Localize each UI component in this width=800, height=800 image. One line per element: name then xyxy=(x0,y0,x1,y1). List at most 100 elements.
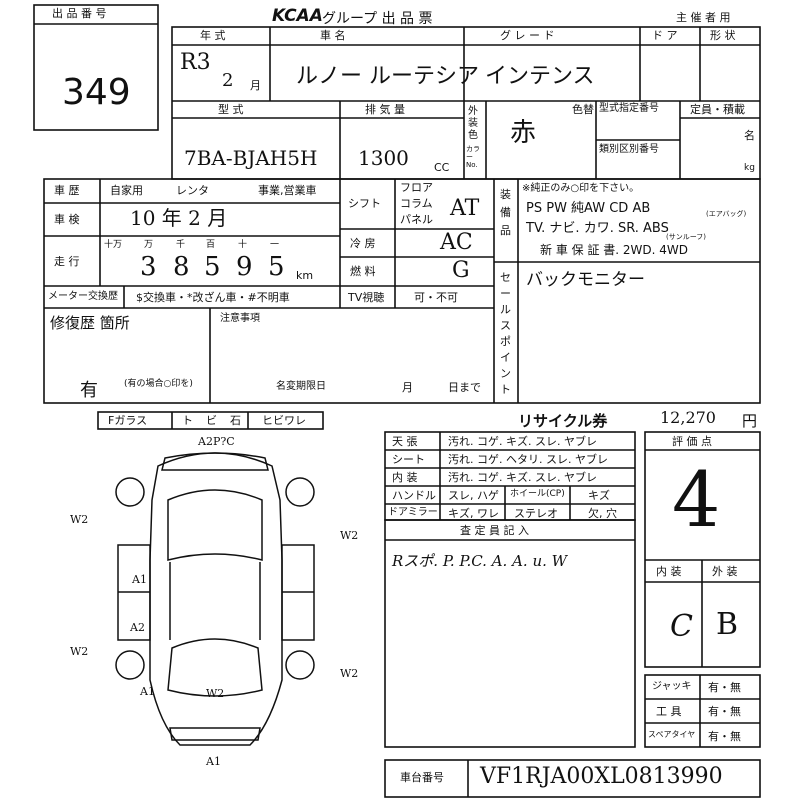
color-value: 赤 xyxy=(510,118,537,148)
expiry-month-unit: 月 xyxy=(402,381,413,394)
kcaa-logo: KCAA xyxy=(272,6,323,26)
diagram-mark-rear-left: A1 xyxy=(140,685,155,698)
glass-crack: ヒビワレ xyxy=(262,414,306,427)
mileage-digit-1: 3 xyxy=(140,252,157,282)
mileage-unit: km xyxy=(296,269,314,282)
equipment-label: 装備品 xyxy=(500,188,511,237)
interior-options: 汚れ. コゲ. キズ. スレ. ヤブレ xyxy=(448,471,597,484)
glass-front: Fガラス xyxy=(108,414,148,427)
mileage-digit-4: 9 xyxy=(236,252,253,282)
jack-label: ジャッキ xyxy=(652,681,692,692)
glass-stone: 石 xyxy=(230,414,241,427)
glass-bi: ビ xyxy=(206,414,217,427)
equipment-row-1: PS PW 純AW CD AB xyxy=(526,201,651,216)
notes-label: 注意事項 xyxy=(220,313,260,324)
equipment-note: ※純正のみ○印を下さい。 xyxy=(522,183,640,194)
car-name-label: 車 名 xyxy=(320,29,346,42)
chassis-label: 車台番号 xyxy=(400,771,444,784)
category-label: 類別区別番号 xyxy=(599,144,659,155)
mileage-unit-10k: 万 xyxy=(144,240,154,250)
fuel-label: 燃 料 xyxy=(350,265,376,278)
mileage-unit-1k: 千 xyxy=(176,240,186,250)
mileage-unit-1: 一 xyxy=(270,240,280,250)
inspector-label: 査 定 員 記 入 xyxy=(460,524,529,537)
repair-label: 修復歴 箇所 xyxy=(50,314,130,332)
sales-point-value: バックモニター xyxy=(526,270,645,290)
interior-label: 内 装 xyxy=(392,471,418,484)
fuel-value: G xyxy=(452,258,470,283)
car-diagram xyxy=(115,452,315,746)
mileage-digit-5: 5 xyxy=(268,252,285,282)
shift-option-panel: パネル xyxy=(400,213,433,226)
glass-to: ト xyxy=(182,414,193,427)
score-exterior-label: 外 装 xyxy=(712,565,738,578)
lot-label: 出 品 番 号 xyxy=(52,7,107,20)
shift-value: AT xyxy=(450,196,480,221)
ac-value: AC xyxy=(440,230,473,255)
history-option-private: 自家用 xyxy=(110,184,143,197)
displacement-unit: CC xyxy=(434,161,450,174)
mileage-unit-10: 十 xyxy=(238,240,248,250)
capacity-label: 定員・積載 xyxy=(690,103,745,116)
tool-label: 工 具 xyxy=(656,705,682,718)
mileage-label: 走 行 xyxy=(54,255,80,268)
jack-options: 有・無 xyxy=(708,681,741,694)
diagram-mark-left-door-rear: A2 xyxy=(130,621,145,634)
handle-label: ハンドル xyxy=(392,489,436,502)
airbag-note: (エアバッグ) xyxy=(706,210,747,218)
body-type-label: 形 状 xyxy=(710,29,736,42)
era-value: R3 xyxy=(180,50,211,75)
inspection-value: 10 年 2 月 xyxy=(130,206,228,230)
diagram-mark-rear-bumper: A1 xyxy=(206,755,221,768)
ceiling-options: 汚れ. コゲ. キズ. スレ. ヤブレ xyxy=(448,435,597,448)
shift-option-column: コラム xyxy=(400,197,433,210)
stereo-options: 欠, 穴 xyxy=(588,507,617,520)
displacement-value: 1300 xyxy=(358,146,409,170)
recycle-unit: 円 xyxy=(742,412,758,430)
score-interior-label: 内 装 xyxy=(656,565,682,578)
meter-options: $交換車・*改ざん車・#不明車 xyxy=(136,291,290,304)
year-label: 年 式 xyxy=(200,29,226,42)
model-label: 型 式 xyxy=(218,103,244,116)
mileage-digit-3: 5 xyxy=(204,252,221,282)
diagram-mark-left-door-front: A1 xyxy=(132,573,147,586)
door-label: ド ア xyxy=(652,29,678,42)
repair-note: (有の場合○印を) xyxy=(124,379,193,389)
diagram-mark-rear-center: W2 xyxy=(206,687,225,700)
mileage-digit-2: 8 xyxy=(173,252,190,282)
sales-point-label: セールスポイント xyxy=(500,271,511,396)
exterior-color-label: 外装色 xyxy=(468,106,478,141)
stereo-label: ステレオ xyxy=(514,507,558,520)
capacity-unit: 名 xyxy=(744,129,755,142)
type-cert-label: 型式指定番号 xyxy=(599,103,659,114)
shift-label: シフト xyxy=(348,197,381,210)
inspection-label: 車 検 xyxy=(54,213,80,226)
mirror-options: キズ, ワレ xyxy=(448,507,499,520)
model-value: 7BA-BJAH5H xyxy=(184,146,318,170)
wheel-label: ホイール(CP) xyxy=(510,489,565,499)
score-value: 4 xyxy=(672,455,721,544)
diagram-mark-left-front: W2 xyxy=(70,513,89,526)
ceiling-label: 天 張 xyxy=(392,435,418,448)
handle-options: スレ, ハゲ xyxy=(448,489,499,502)
history-option-business: 事業,営業車 xyxy=(258,184,317,197)
equipment-row-3: 新 車 保 証 書. 2WD. 4WD xyxy=(540,243,688,257)
weight-unit: kg xyxy=(744,163,755,173)
grade-value: インテンス xyxy=(485,64,595,89)
ac-label: 冷 房 xyxy=(350,237,376,250)
grade-label: グ レ ー ド xyxy=(500,29,555,42)
mirror-label: ドアミラー xyxy=(388,507,438,518)
recycle-label: リサイクル券 xyxy=(518,412,608,430)
diagram-mark-left-rear: W2 xyxy=(70,645,89,658)
tool-options: 有・無 xyxy=(708,705,741,718)
lot-number: 349 xyxy=(62,72,131,113)
color-change-label: 色替 xyxy=(572,103,594,116)
equipment-row-2: TV. ナビ. カワ. SR. ABS xyxy=(526,221,669,236)
form-title: グループ 出 品 票 xyxy=(322,11,433,27)
tv-label: TV視聴 xyxy=(348,291,385,304)
diagram-mark-front: A2P?C xyxy=(198,435,235,448)
month-unit: 月 xyxy=(250,79,261,92)
seat-options: 汚れ. コゲ. ヘタリ. スレ. ヤブレ xyxy=(448,453,608,466)
repair-value: 有 xyxy=(80,380,98,401)
score-exterior-value: B xyxy=(716,607,739,642)
